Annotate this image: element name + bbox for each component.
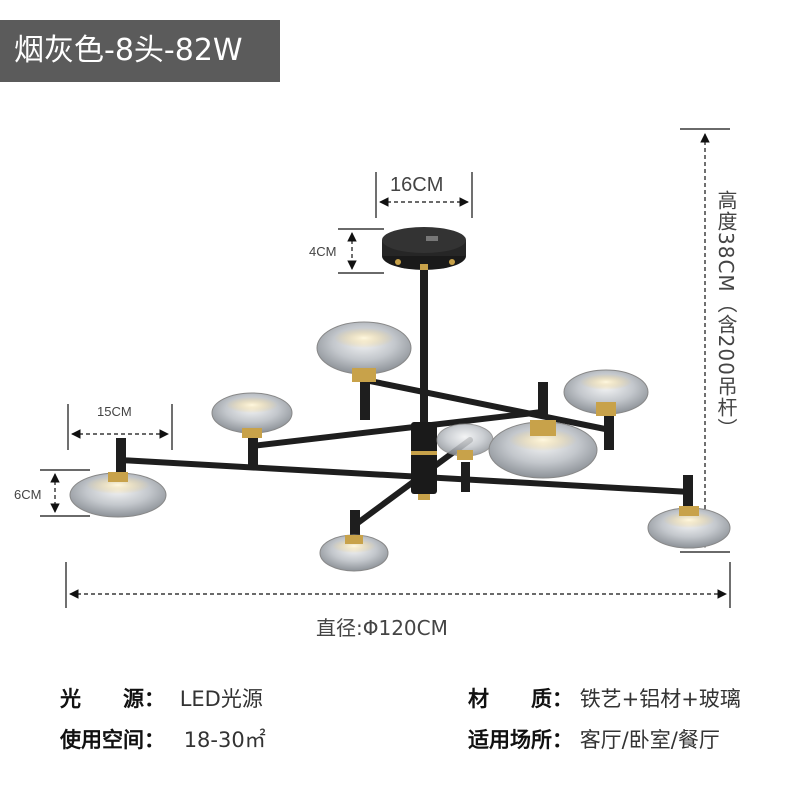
spec-key: 使用空间： [60,728,165,752]
spec-key: 光 源： [60,687,165,711]
diameter-label: 直径:Φ120CM [316,616,448,640]
spec-key: 适用场所： [468,728,573,752]
spec-value: 18-30㎡ [183,728,266,752]
spec-usage-space: 使用空间： 18-30㎡ [60,724,266,754]
dim-canopy-width [375,172,473,218]
spec-light-source: 光 源： LED光源 [60,683,263,713]
suspension-rod [420,270,428,430]
spec-value: 铁艺+铝材+玻璃 [579,687,741,711]
glass-shade [563,369,649,416]
dim-canopy-height [338,228,384,274]
spec-value: 客厅/卧室/餐厅 [579,728,720,752]
dim-diameter [65,562,731,608]
canopy-height-label: 4CM [309,244,337,259]
glass-shade [316,321,412,382]
title-badge: 烟灰色-8头-82W [0,20,280,82]
chandelier-arms [117,377,693,528]
shade-height-label: 6CM [14,487,42,502]
canopy-width-label: 16CM [390,174,444,196]
dim-total-height [680,128,730,553]
total-height-label: 高度38CM（含200吊杆） [714,190,738,439]
glass-shade [647,506,731,549]
dim-shade-height [40,469,90,517]
lamp-posts [116,380,693,538]
glass-shade [69,472,167,518]
spec-material: 材 质： 铁艺+铝材+玻璃 [468,683,741,713]
central-hub [411,422,437,500]
glass-shade [488,420,598,479]
ceiling-canopy [382,227,466,272]
shade-width-label: 15CM [97,404,132,419]
spec-applicable-places: 适用场所： 客厅/卧室/餐厅 [468,724,720,754]
spec-value: LED光源 [179,687,263,711]
glass-shade [319,534,389,572]
glass-shade [211,392,293,438]
spec-key: 材 质： [468,687,573,711]
dim-shade-width [67,404,173,450]
